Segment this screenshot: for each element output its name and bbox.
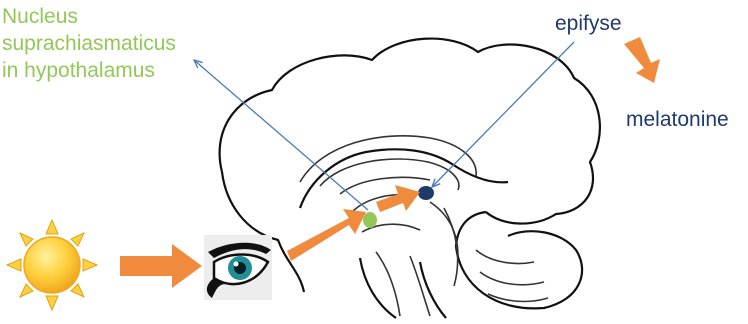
eye-icon (204, 235, 272, 300)
pointer-line-nucleus (194, 60, 368, 210)
nucleus-label-line-3: in hypothalamus (2, 57, 176, 84)
brain-outline (220, 39, 600, 318)
nucleus-label-line-2: suprachiasmaticus (2, 30, 176, 57)
pointer-line-epifyse (432, 42, 574, 187)
epifyse-marker (418, 186, 434, 200)
eye-to-nucleus-arrow-icon (287, 209, 366, 261)
nucleus-suprachiasmaticus-label: Nucleus suprachiasmaticus in hypothalamu… (2, 3, 176, 84)
nucleus-label-line-1: Nucleus (2, 3, 176, 30)
sun-to-eye-arrow-icon (120, 244, 202, 288)
epifyse-to-melatonine-arrow-icon (624, 37, 660, 83)
nucleus-suprachiasmaticus-marker (363, 212, 377, 228)
epifyse-label: epifyse (555, 12, 622, 36)
sun-icon (7, 220, 97, 310)
melatonine-label: melatonine (626, 108, 729, 132)
nucleus-to-epifyse-arrow-icon (376, 185, 420, 212)
orange-arrows (120, 37, 660, 288)
